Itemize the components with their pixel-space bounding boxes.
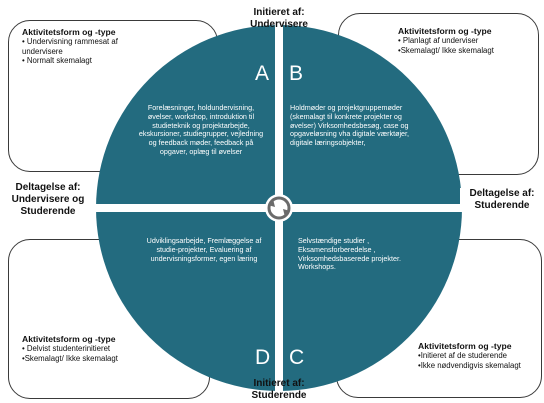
corner-box-top-left-content: Aktivitetsform og -type • Undervisning r… bbox=[22, 27, 212, 65]
axis-label-bottom-line: Studerende bbox=[251, 390, 307, 401]
axis-label-bottom: Initieret af: Studerende bbox=[220, 378, 338, 402]
corner-box-bottom-left-item: •Skemalagt/ Ikke skemalagt bbox=[22, 353, 118, 363]
corner-box-top-right-item: •Skemalagt/ Ikke skemalagt bbox=[398, 45, 494, 55]
corner-box-bottom-left-title: Aktivitetsform og -type bbox=[22, 334, 116, 344]
quadrant-d-text: Udviklingsarbejde, Fremlæggelse af studi… bbox=[146, 236, 262, 263]
corner-box-bottom-left-item: • Delvist studenterinitieret bbox=[22, 344, 111, 354]
quadrant-letter-a: A bbox=[255, 62, 270, 85]
corner-box-bottom-right-item: •Ikke nødvendigvis skemalagt bbox=[418, 360, 521, 370]
axis-label-right-line: Deltagelse af: bbox=[469, 188, 535, 199]
axis-label-right: Deltagelse af: Studerende bbox=[460, 188, 544, 212]
circular-arrows-icon bbox=[265, 194, 293, 222]
corner-box-bottom-left-content: Aktivitetsform og -type • Delvist studen… bbox=[22, 334, 202, 363]
corner-box-top-right-title: Aktivitetsform og -type bbox=[398, 26, 492, 36]
axis-label-top-line: Undervisere bbox=[250, 19, 308, 30]
quadrant-c-text: Selvstændige studier , Eksamensforberede… bbox=[298, 236, 401, 272]
corner-box-bottom-right-title: Aktivitetsform og -type bbox=[418, 341, 512, 351]
quadrant-letter-c: C bbox=[289, 346, 305, 369]
axis-label-top-line: Initieret af: bbox=[253, 7, 305, 18]
quadrant-letter-d: D bbox=[255, 346, 271, 369]
quadrant-a-text: Forelæsninger, holdundervisning, øvelser… bbox=[138, 103, 264, 156]
quadrant-letter-b: B bbox=[289, 62, 304, 85]
corner-box-top-right-content: Aktivitetsform og -type • Planlagt af un… bbox=[398, 26, 538, 55]
axis-label-left: Deltagelse af: Undervisere og Studerende bbox=[2, 182, 94, 218]
corner-box-top-right-item: • Planlagt af underviser bbox=[398, 36, 479, 46]
axis-label-left-line: Studerende bbox=[20, 206, 76, 217]
corner-box-bottom-right-content: Aktivitetsform og -type •Initieret af de… bbox=[418, 341, 542, 370]
corner-box-top-left-title: Aktivitetsform og -type bbox=[22, 27, 116, 37]
axis-label-right-line: Studerende bbox=[474, 200, 530, 211]
corner-box-bottom-right-item: •Initieret af de studerende bbox=[418, 351, 507, 361]
axis-label-left-line: Deltagelse af: bbox=[15, 182, 81, 193]
corner-box-top-left-item: • Undervisning rammesat af undervisere bbox=[22, 37, 118, 56]
axis-label-top: Initieret af: Undervisere bbox=[220, 7, 338, 31]
axis-label-left-line: Undervisere og bbox=[11, 194, 85, 205]
corner-box-top-left-item: • Normalt skemalagt bbox=[22, 55, 92, 65]
axis-label-bottom-line: Initieret af: bbox=[253, 378, 305, 389]
quadrant-b-text: Holdmøder og projektgruppemøder (skemala… bbox=[290, 103, 410, 148]
